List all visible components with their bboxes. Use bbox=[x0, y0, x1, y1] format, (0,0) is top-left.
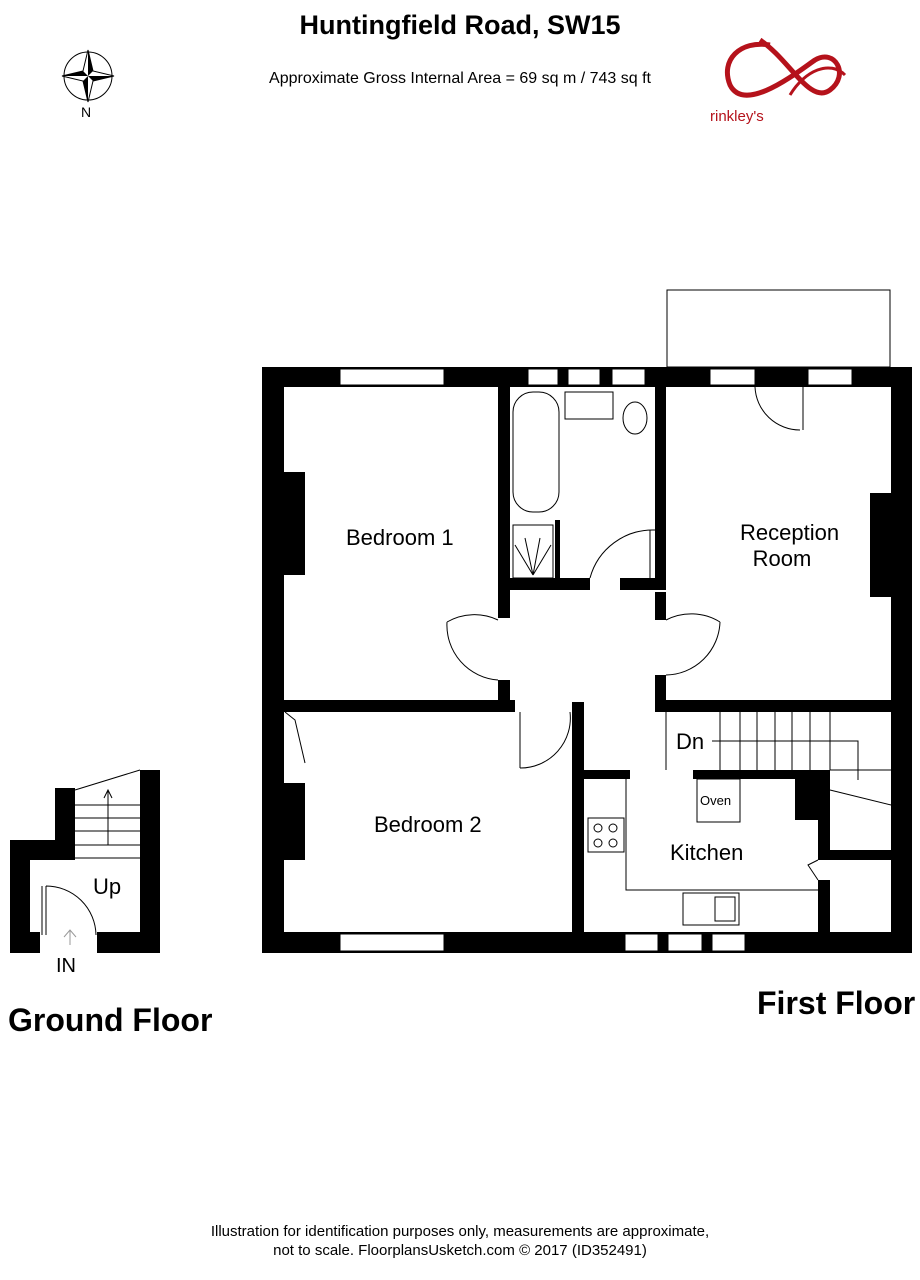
stairs-up-label: Up bbox=[93, 874, 122, 899]
area-text: Approximate Gross Internal Area = 69 sq … bbox=[269, 70, 651, 87]
toilet-icon bbox=[622, 401, 648, 435]
oven-label: Oven bbox=[700, 793, 732, 808]
oven-box bbox=[696, 778, 741, 823]
shower-icon bbox=[512, 524, 554, 579]
logo-text: rinkley's bbox=[710, 108, 764, 125]
basin-icon bbox=[564, 391, 614, 420]
ground-stairs bbox=[41, 769, 141, 945]
entrance-label: IN bbox=[56, 955, 76, 977]
windows bbox=[339, 368, 853, 952]
compass-icon bbox=[61, 49, 115, 103]
disclaimer: Illustration for identification purposes… bbox=[0, 1222, 920, 1260]
fixtures bbox=[284, 289, 892, 926]
sink-icon bbox=[682, 892, 740, 926]
room-label-kitchen: Kitchen bbox=[670, 840, 744, 865]
disclaimer-line1: Illustration for identification purposes… bbox=[210, 1223, 710, 1240]
reception-line1: Reception bbox=[740, 520, 840, 545]
page-title: Huntingfield Road, SW15 bbox=[299, 10, 621, 40]
ground-floor-walls bbox=[10, 770, 160, 953]
room-label-bedroom-1: Bedroom 1 bbox=[346, 525, 454, 550]
compass-label: N bbox=[81, 104, 92, 120]
disclaimer-line2: not to scale. FloorplansUsketch.com © 20… bbox=[273, 1242, 647, 1259]
first-floor-label: First Floor bbox=[757, 985, 916, 1021]
bath-icon bbox=[512, 391, 560, 513]
stairs-down-label: Dn bbox=[676, 729, 705, 754]
room-label-bedroom-2: Bedroom 2 bbox=[374, 812, 482, 837]
ground-floor-label: Ground Floor bbox=[8, 1002, 213, 1038]
reception-line2: Room bbox=[752, 546, 812, 571]
brinkleys-logo bbox=[724, 37, 847, 98]
first-floor-walls bbox=[262, 367, 912, 953]
hob-icon bbox=[587, 817, 625, 853]
balcony bbox=[666, 289, 891, 368]
